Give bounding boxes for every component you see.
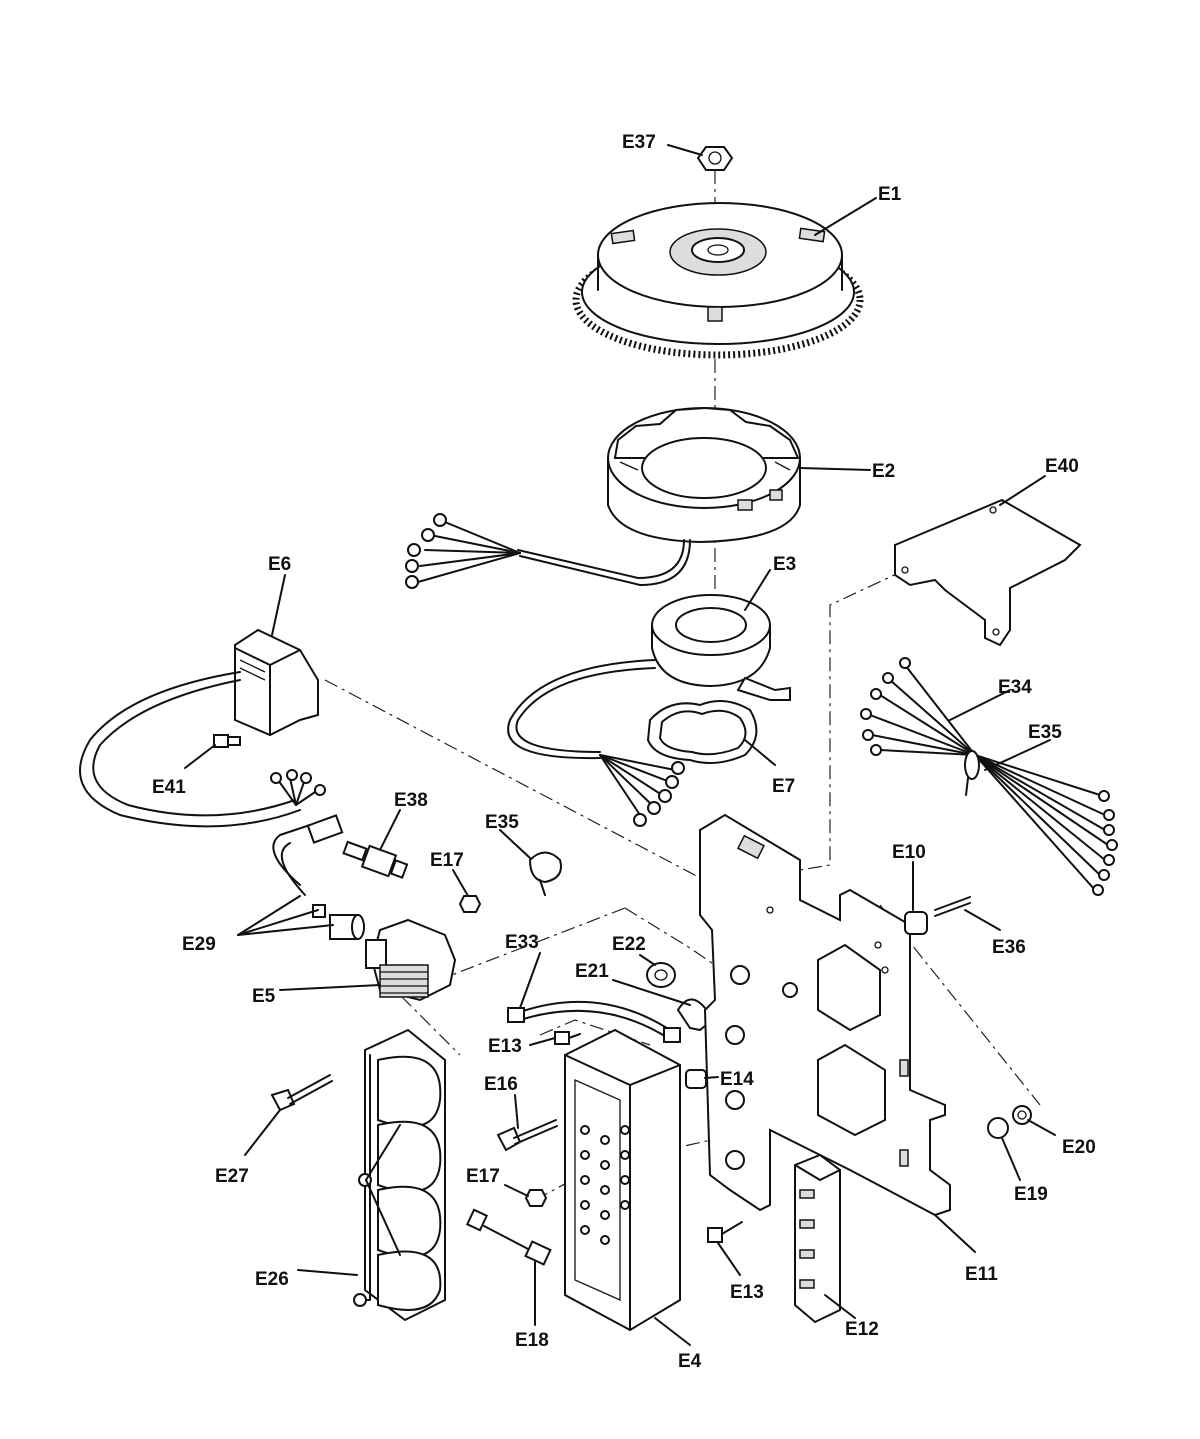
part-e10-spacer: [904, 911, 928, 935]
part-e26-coil-stack: [353, 1028, 446, 1322]
label-e7: E7: [772, 776, 795, 797]
part-e35-harness-tie: [964, 750, 980, 796]
part-e1-flywheel: [572, 202, 864, 359]
label-e33: E33: [505, 932, 539, 953]
part-e36-stud: [934, 896, 971, 917]
label-e29: E29: [182, 934, 216, 955]
part-e4-switchbox: [564, 1028, 681, 1332]
label-e16: E16: [484, 1074, 518, 1095]
label-e17-upper: E17: [430, 850, 464, 871]
part-e6-rectifier: [79, 628, 326, 828]
label-e19: E19: [1014, 1184, 1048, 1205]
label-e38: E38: [394, 790, 428, 811]
label-e4: E4: [678, 1351, 702, 1372]
e4-terminals: [580, 1125, 630, 1245]
label-e10: E10: [892, 842, 926, 863]
label-e36: E36: [992, 937, 1026, 958]
part-e27-bolt: [270, 1074, 333, 1112]
part-e11-plate: [699, 813, 951, 1217]
part-e2-wire-leads: [405, 513, 521, 589]
part-e17-nut-upper: [458, 895, 482, 913]
label-e11: E11: [965, 1264, 998, 1285]
part-e38-switch: [342, 840, 409, 879]
label-e37: E37: [622, 132, 656, 153]
part-e37-nut: [696, 146, 734, 171]
label-e35-harness: E35: [1028, 722, 1062, 743]
part-e14-spacer: [685, 1069, 707, 1089]
part-e35-clamp: [529, 851, 562, 896]
part-e21-clamp: [676, 998, 714, 1032]
part-e18-sensor: [465, 1208, 552, 1266]
part-e3-trigger: [507, 594, 791, 760]
part-e12-terminal-block: [794, 1153, 841, 1324]
label-e41: E41: [152, 777, 186, 798]
label-e5: E5: [252, 986, 276, 1007]
part-e41-screw: [213, 734, 241, 748]
part-e33-strap: [507, 1000, 681, 1043]
part-labels: E37 E1 E2 E40 E6 E3 E34 E35 E7 E41 E38 E…: [152, 132, 1096, 1372]
label-e2: E2: [872, 461, 895, 482]
part-e19-washer: [987, 1117, 1009, 1139]
label-e34: E34: [998, 677, 1032, 698]
label-e17-lower: E17: [466, 1166, 500, 1187]
label-e12: E12: [845, 1319, 879, 1340]
label-e18: E18: [515, 1330, 549, 1351]
part-e5-coil: [365, 918, 457, 1002]
label-e22: E22: [612, 934, 646, 955]
part-e13-screw-upper: [554, 1031, 581, 1045]
part-e17-nut-lower: [524, 1189, 548, 1207]
part-e16-bolt: [496, 1119, 558, 1152]
label-e40: E40: [1045, 456, 1079, 477]
label-e14: E14: [720, 1069, 754, 1090]
label-e35-clamp: E35: [485, 812, 519, 833]
label-e6: E6: [268, 554, 291, 575]
label-e21: E21: [575, 961, 609, 982]
part-e22-grommet: [646, 962, 676, 988]
part-e3-wire-leads: [599, 754, 685, 827]
label-e27: E27: [215, 1166, 249, 1187]
label-e1: E1: [878, 184, 902, 205]
part-e34-harness: [860, 657, 1118, 896]
label-e26: E26: [255, 1269, 289, 1290]
label-e13-upper: E13: [488, 1036, 522, 1057]
part-e2-stator: [517, 406, 801, 586]
label-e13-lower: E13: [730, 1282, 764, 1303]
part-e40-bracket: [894, 498, 1082, 647]
part-e20-washer: [1012, 1105, 1032, 1125]
label-e20: E20: [1062, 1137, 1096, 1158]
part-e7-gasket: [646, 700, 758, 765]
leader-lines: [184, 144, 1056, 1346]
part-e29-plug-lead: [272, 814, 365, 940]
part-e13-screw-lower: [707, 1221, 743, 1243]
label-e3: E3: [773, 554, 796, 575]
